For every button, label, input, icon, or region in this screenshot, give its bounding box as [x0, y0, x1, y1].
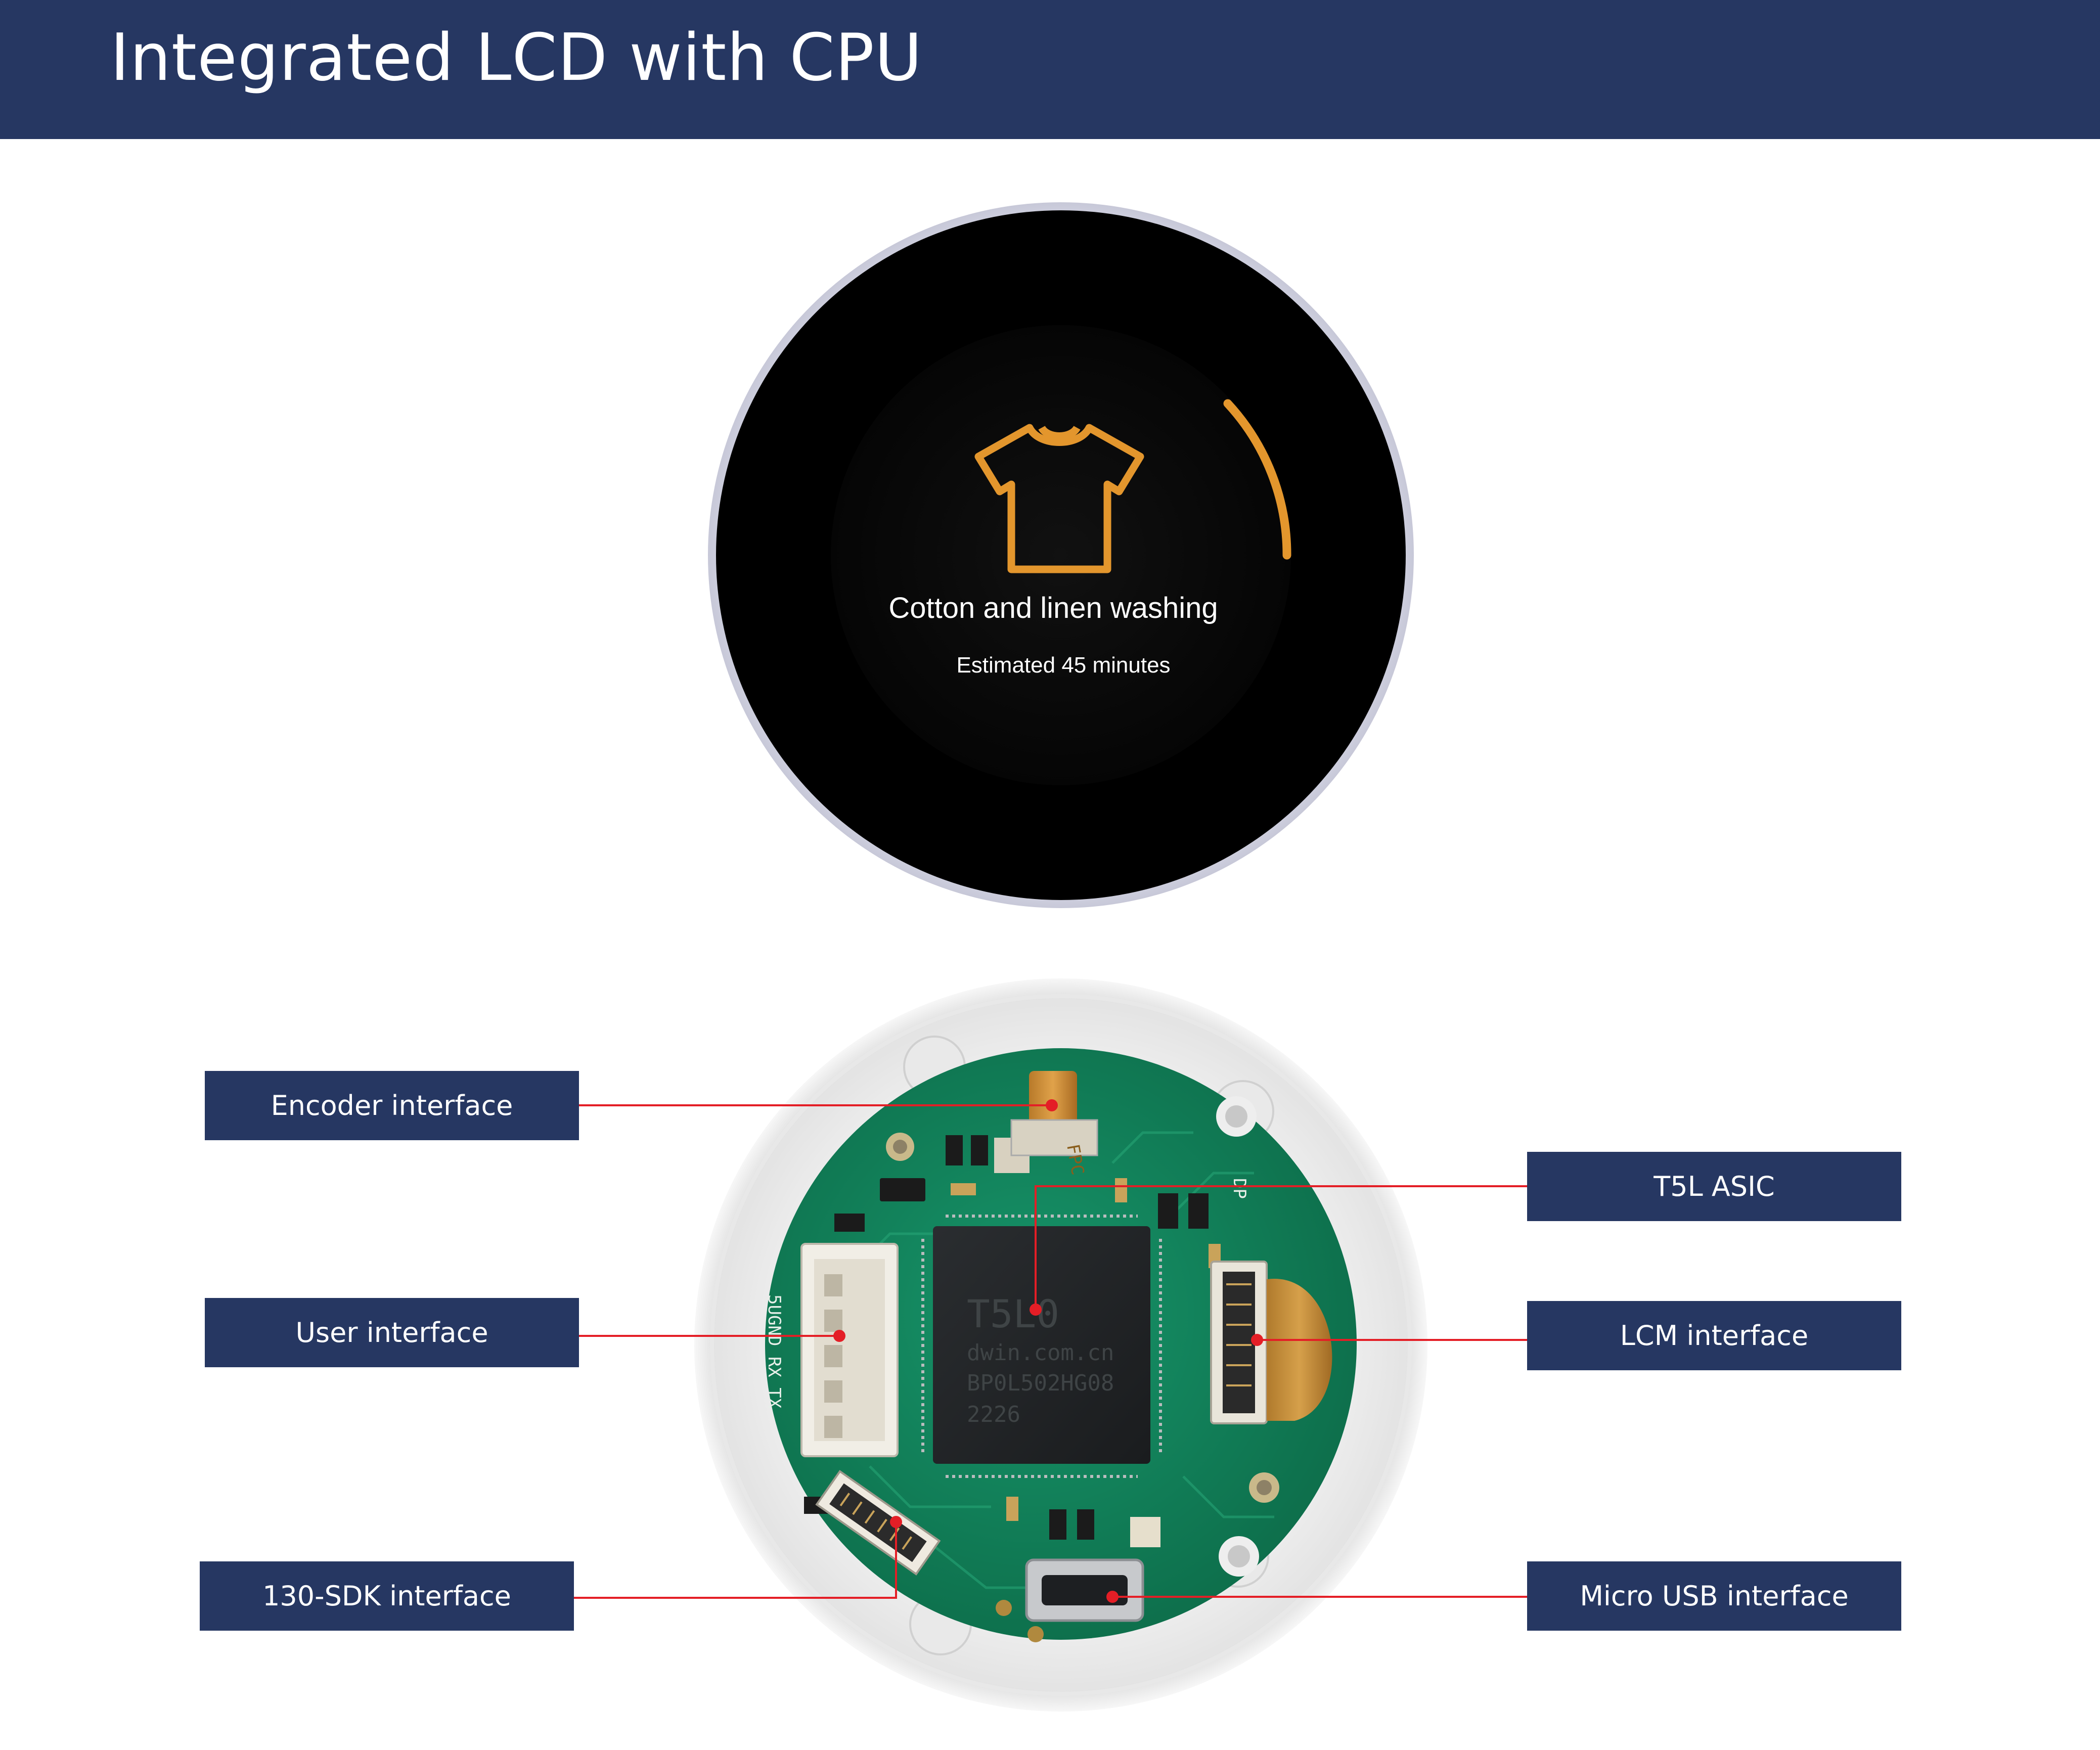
callout-lcm-interface: LCM interface [1527, 1301, 1901, 1370]
lcm-connector [1210, 1261, 1332, 1424]
estimate-text: Estimated 45 minutes [956, 653, 1170, 678]
t-shirt-icon [974, 424, 1144, 573]
leader-lines [574, 1104, 1527, 1599]
chip-line-1: T5L0 [967, 1291, 1059, 1336]
round-lcd-display: Cotton and linen washing Estimated 45 mi… [708, 202, 1414, 908]
program-name: Cotton and linen washing [888, 592, 1218, 624]
callout-130-sdk-interface: 130-SDK interface [200, 1561, 574, 1631]
leader-dots [833, 1099, 1263, 1603]
t5l-asic-chip: T5L0 dwin.com.cn BP0L502HG08 2226 [921, 1215, 1162, 1478]
mounting-holes [886, 1096, 1279, 1577]
pcb-back-view: 5UGND RX TX DP FPC [694, 978, 1427, 1712]
chip-line-3: BP0L502HG08 [967, 1370, 1114, 1396]
callout-encoder-interface: Encoder interface [205, 1071, 579, 1140]
chip-line-4: 2226 [967, 1402, 1020, 1427]
progress-arc [1223, 399, 1291, 560]
silkscreen-right: DP [1229, 1178, 1249, 1199]
user-interface-connector [800, 1243, 899, 1457]
chip-line-2: dwin.com.cn [967, 1340, 1114, 1366]
header-bar: Integrated LCD with CPU [0, 0, 2100, 139]
micro-usb-connector [996, 1558, 1144, 1642]
callout-t5l-asic: T5L ASIC [1527, 1152, 1901, 1221]
screen-inner-disc [831, 325, 1291, 785]
page-title: Integrated LCD with CPU [110, 20, 923, 96]
callout-micro-usb-interface: Micro USB interface [1527, 1561, 1901, 1631]
callout-user-interface: User interface [205, 1298, 579, 1367]
silkscreen-left: 5UGND RX TX [764, 1294, 784, 1409]
sdk-connector [815, 1470, 941, 1576]
